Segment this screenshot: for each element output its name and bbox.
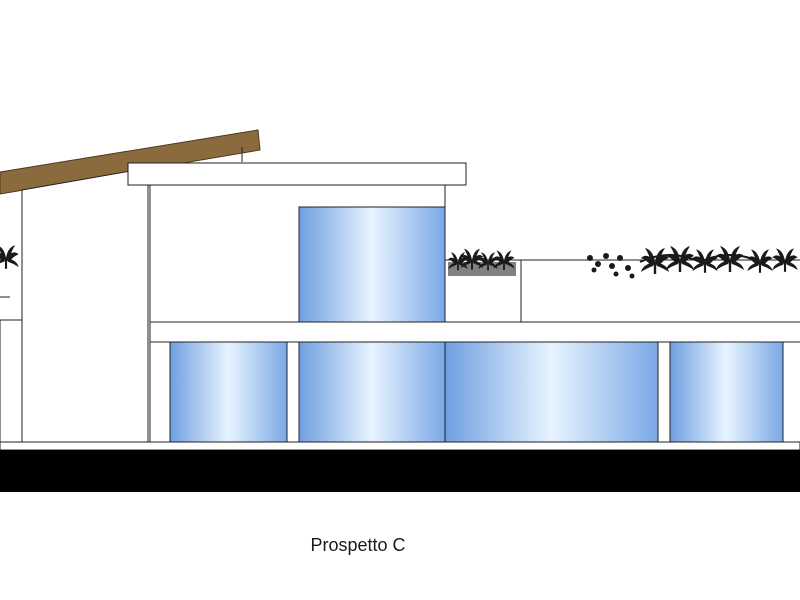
left-plant — [0, 245, 19, 269]
ground-band — [0, 450, 800, 492]
floor-slab-band — [149, 321, 800, 343]
roof-slab — [127, 162, 467, 186]
roof-beam — [0, 129, 261, 195]
ground-line — [0, 441, 800, 451]
upper-window — [298, 206, 446, 323]
terrace-plants-right — [587, 246, 798, 279]
lower-window-1 — [169, 341, 288, 443]
drawing-caption: Prospetto C — [310, 535, 406, 555]
terrace-plants-left — [448, 248, 516, 276]
left-volume — [0, 167, 149, 443]
lower-window-3 — [444, 341, 659, 443]
lower-window-4 — [669, 341, 784, 443]
lower-window-2 — [298, 341, 446, 443]
